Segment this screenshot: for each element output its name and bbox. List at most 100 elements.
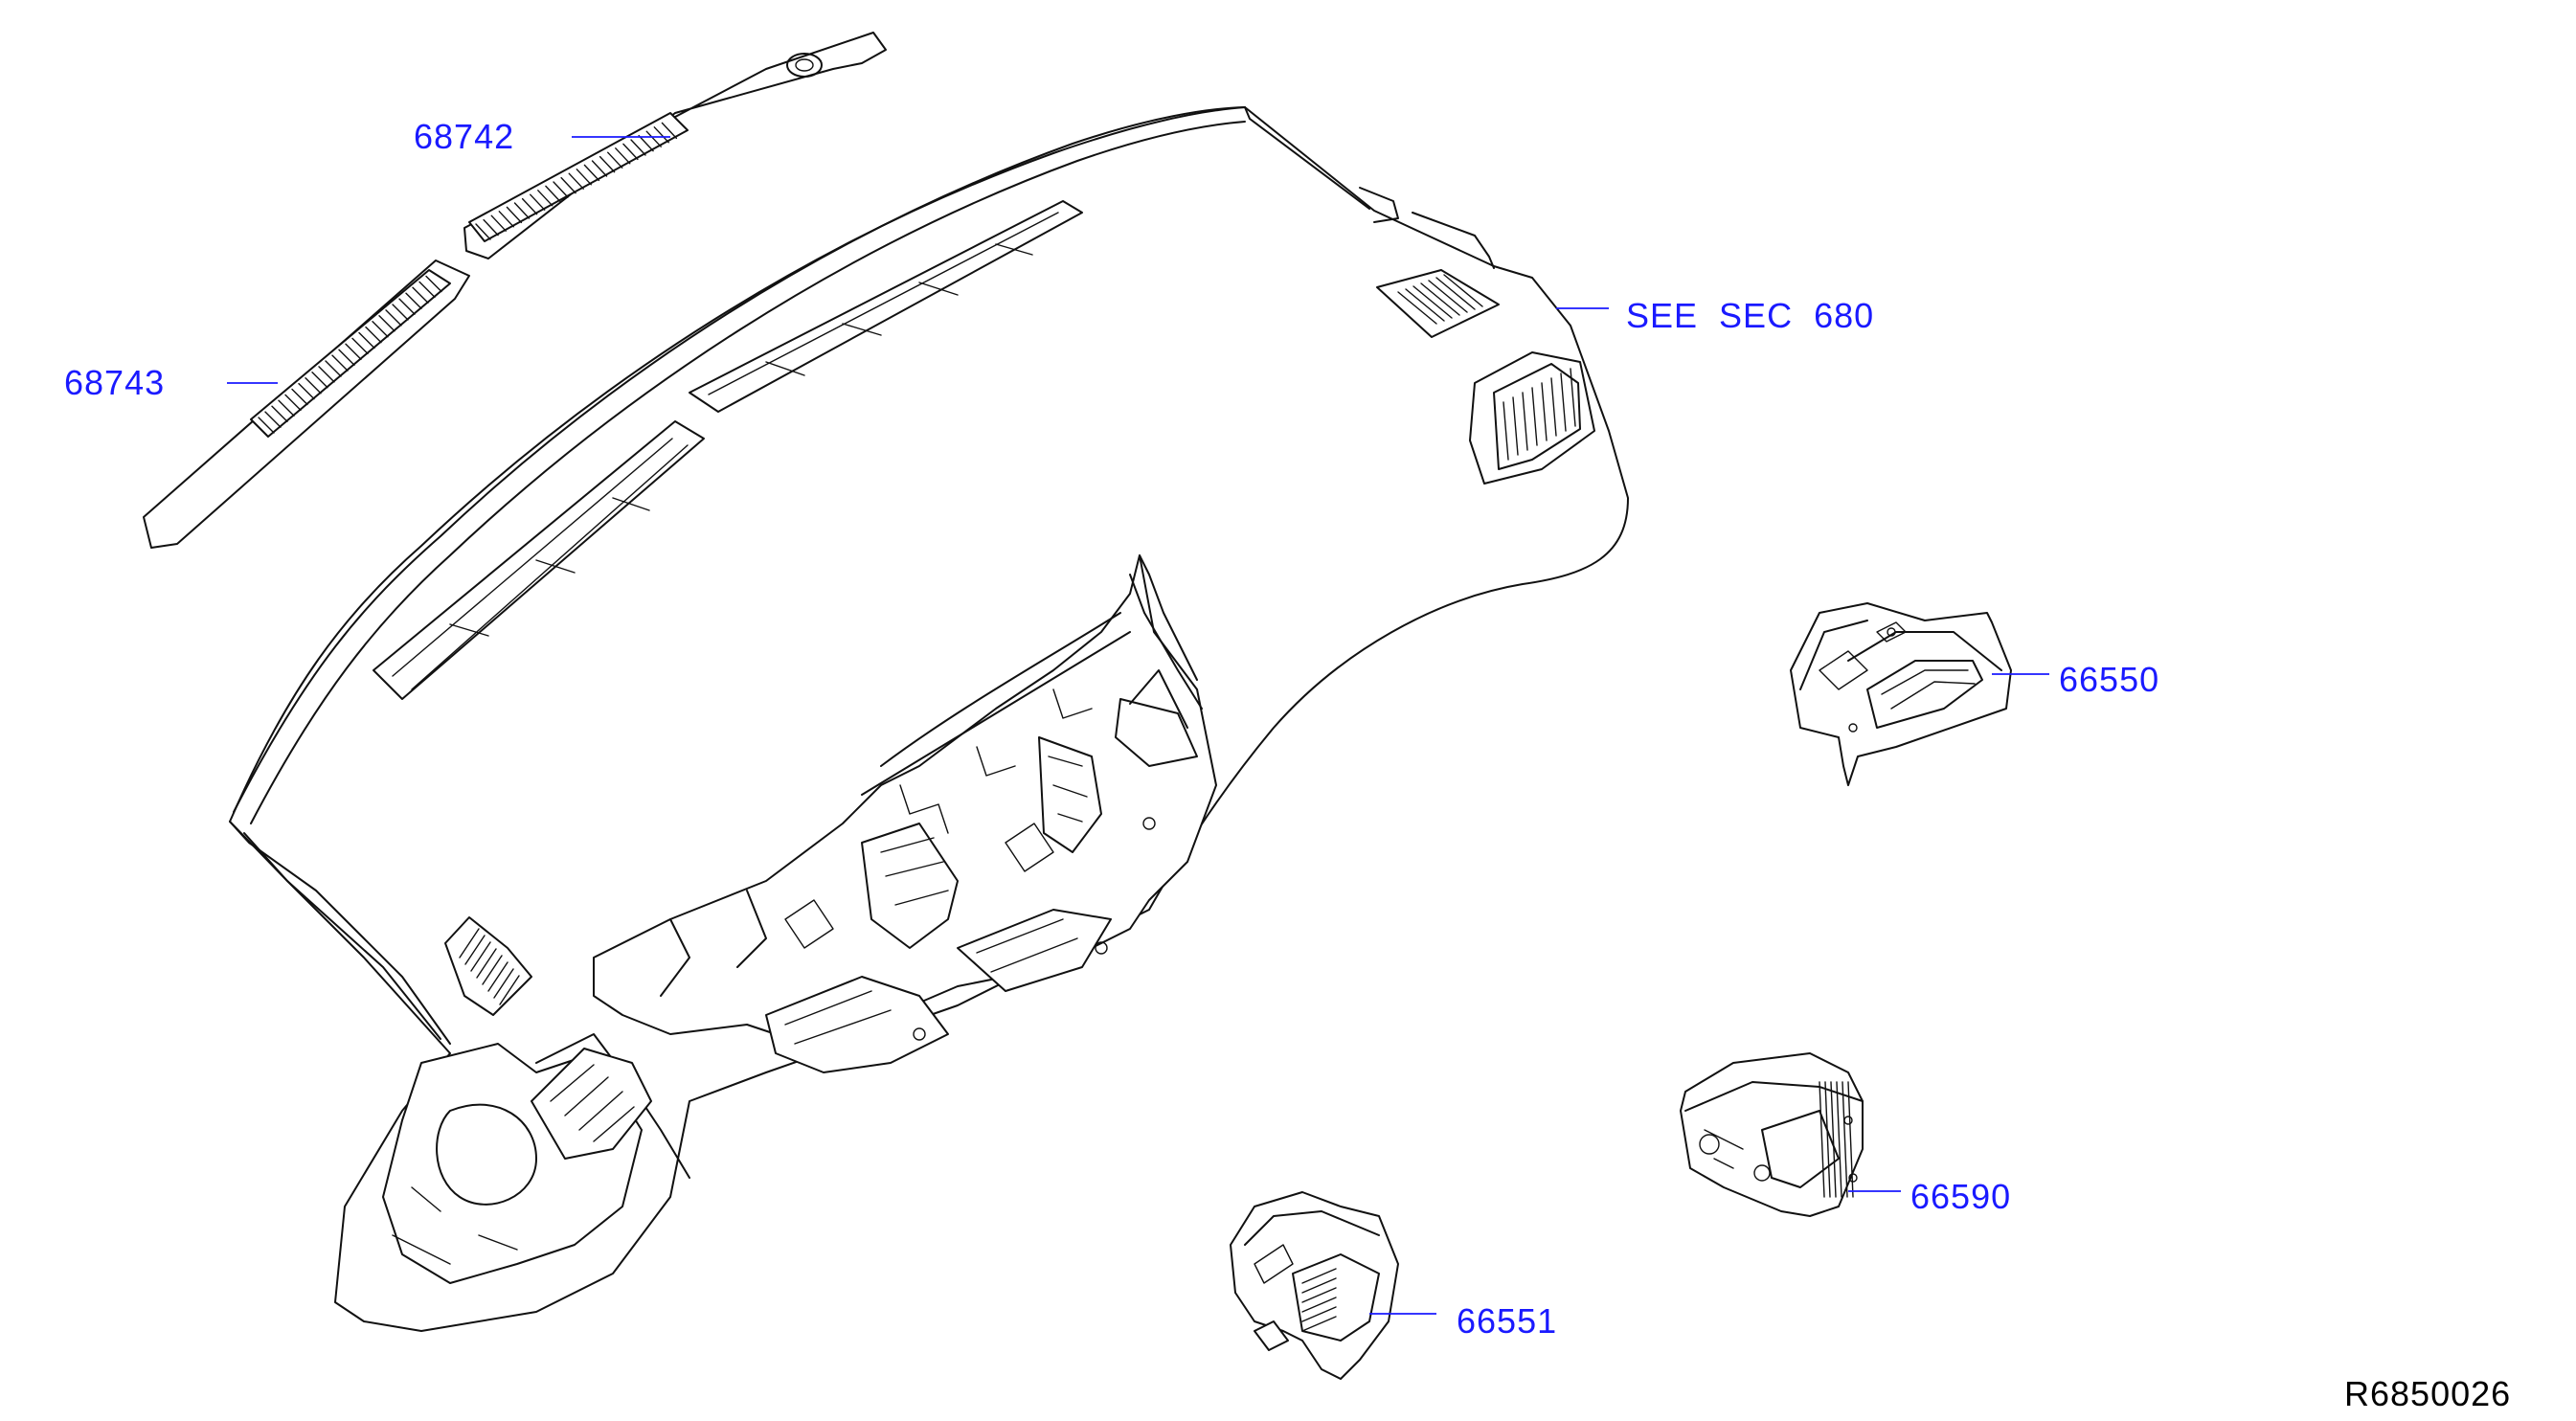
grille-slat xyxy=(1842,1081,1848,1198)
grille-slat xyxy=(483,218,499,237)
grille-slat xyxy=(1830,1081,1837,1198)
grille-slat xyxy=(278,399,295,417)
grille-slat xyxy=(412,286,429,304)
grille-slat xyxy=(470,941,491,972)
defroster-grille-68742 xyxy=(463,32,887,259)
grille-slat xyxy=(661,122,678,140)
side-vent-66550 xyxy=(1790,602,2012,786)
grille-slat xyxy=(490,214,507,232)
grille-slat xyxy=(318,366,335,383)
grille-slat xyxy=(1428,280,1468,313)
grille-slat xyxy=(358,331,375,350)
grille-slat xyxy=(521,197,538,215)
grille-slat xyxy=(1847,1081,1854,1198)
grille-slat xyxy=(499,975,520,1005)
grille-slat xyxy=(459,928,480,959)
grille-slat xyxy=(392,304,409,321)
grille-slat xyxy=(338,349,355,366)
grille-slat xyxy=(630,139,646,156)
defroster-grille-68743 xyxy=(143,259,470,549)
grille-slat xyxy=(325,360,342,377)
grille-slat xyxy=(311,372,328,389)
grille-slat xyxy=(1531,387,1538,446)
grille-slat xyxy=(418,281,436,299)
grille-slat xyxy=(1301,1297,1337,1313)
grille-slat xyxy=(487,961,508,992)
grille-slat xyxy=(372,321,389,338)
grille-slat xyxy=(298,382,315,400)
grille-slat xyxy=(1550,377,1557,437)
grille-slat xyxy=(568,172,584,190)
side-vent-66551 xyxy=(1230,1191,1399,1380)
grille-slat xyxy=(476,948,497,979)
grille-slat xyxy=(1405,288,1445,322)
grille-slat xyxy=(498,211,514,228)
grille-slat xyxy=(291,388,308,406)
grille-slat xyxy=(576,169,592,186)
grille-slat xyxy=(1836,1081,1842,1198)
grille-slat xyxy=(271,405,288,422)
grille-slat xyxy=(1397,291,1437,325)
grille-slat xyxy=(385,309,402,327)
grille-slat xyxy=(1412,285,1453,319)
grille-slat xyxy=(545,185,561,203)
grille-slat xyxy=(583,164,600,182)
reference-code: R6850026 xyxy=(2344,1374,2511,1413)
grille-slat xyxy=(513,202,531,219)
label-66551[interactable]: 66551 xyxy=(1457,1301,1557,1341)
grille-slat xyxy=(475,223,491,240)
grille-slat xyxy=(615,147,631,165)
leader-lines xyxy=(227,136,2049,1315)
grille-slat xyxy=(405,292,422,309)
grille-slat xyxy=(1435,277,1476,310)
grille-slat xyxy=(482,955,503,985)
grille-slat xyxy=(464,935,486,965)
grille-slat xyxy=(645,130,662,147)
grille-slat xyxy=(537,190,554,207)
grille-slat xyxy=(1420,282,1460,316)
grille-slat xyxy=(345,343,362,360)
grille-slat xyxy=(264,411,282,428)
grille-slat xyxy=(1301,1287,1337,1303)
label-68742[interactable]: 68742 xyxy=(414,117,514,156)
grille-slat xyxy=(365,326,382,344)
grille-slat xyxy=(398,298,416,315)
label-see-sec-680[interactable]: SEE SEC 680 xyxy=(1626,296,1874,335)
grille-slat xyxy=(351,337,369,355)
grille-slat xyxy=(425,275,442,293)
grille-slat xyxy=(1541,382,1548,441)
grille-slat xyxy=(506,206,523,224)
grille-slat xyxy=(1512,396,1519,456)
grille-slat xyxy=(1819,1081,1825,1198)
center-vent-66590 xyxy=(1680,1052,1864,1217)
grille-slat xyxy=(1301,1268,1337,1284)
grille-slat xyxy=(638,134,654,152)
grille-slat xyxy=(1560,372,1567,432)
grille-slat xyxy=(1301,1306,1337,1322)
grille-slat xyxy=(591,160,608,177)
label-68743[interactable]: 68743 xyxy=(64,363,165,402)
grille-slat xyxy=(1301,1316,1337,1332)
grille-slat xyxy=(553,181,569,198)
grille-slat xyxy=(530,193,546,211)
grille-slat xyxy=(258,417,275,434)
grille-slat xyxy=(284,394,302,412)
grille-slat xyxy=(622,143,639,161)
label-66550[interactable]: 66550 xyxy=(2059,660,2159,699)
grille-slat xyxy=(1503,401,1509,461)
grille-slat xyxy=(378,315,395,332)
label-66590[interactable]: 66590 xyxy=(1910,1177,2011,1216)
grille-slat xyxy=(331,354,349,372)
grille-slat xyxy=(560,176,576,194)
grille-slat xyxy=(1443,274,1483,307)
grille-slat xyxy=(607,151,623,169)
grille-slat xyxy=(1301,1277,1337,1294)
grille-slat xyxy=(305,377,322,395)
grille-slat xyxy=(1824,1081,1831,1198)
grille-slat xyxy=(493,968,514,999)
grille-slat xyxy=(1570,368,1576,427)
grille-slat xyxy=(1522,392,1528,451)
grille-slat xyxy=(599,155,616,173)
instrument-panel-assembly xyxy=(229,106,1629,1332)
